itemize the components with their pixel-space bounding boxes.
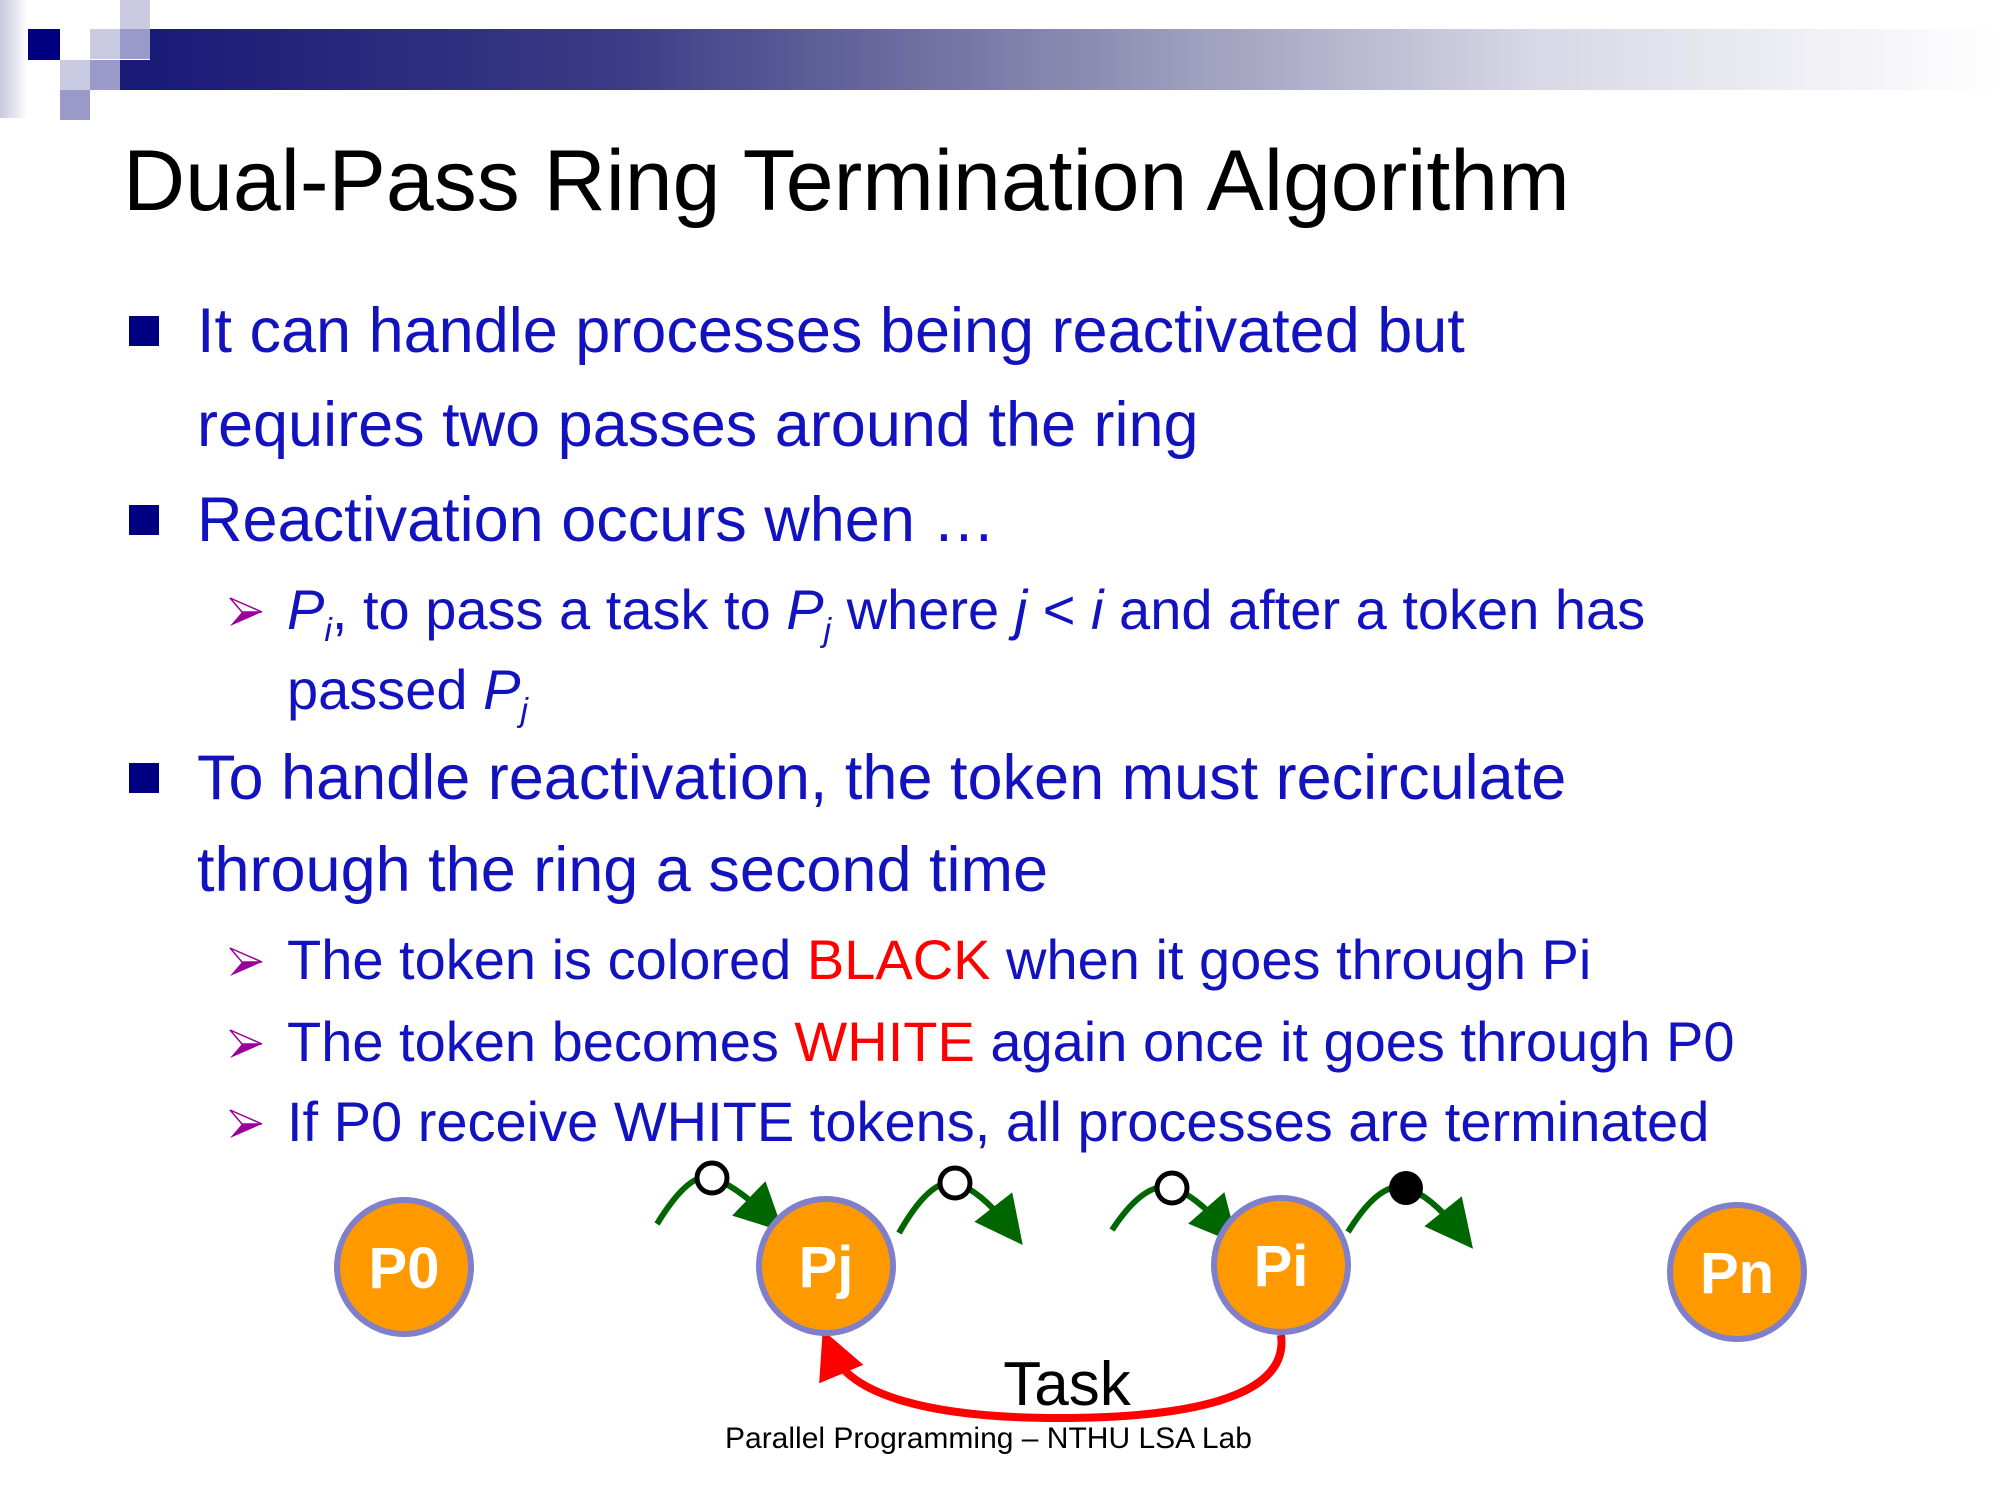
deco-square xyxy=(90,29,120,59)
sub-bullet-text: The token is colored BLACK when it goes … xyxy=(287,928,1592,991)
sub-bullet-arrow-icon xyxy=(229,947,263,976)
bullet-text: It can handle processes being reactivate… xyxy=(197,296,1465,366)
sub-bullet-text: If P0 receive WHITE tokens, all processe… xyxy=(287,1090,1710,1153)
bullet-square-icon xyxy=(129,505,159,535)
process-pj: Pj xyxy=(786,578,832,650)
header-bar xyxy=(120,60,150,90)
bullet-text: To handle reactivation, the token must r… xyxy=(197,743,1567,813)
deco-square xyxy=(90,60,120,90)
sub-bullet-text: The token becomes WHITE again once it go… xyxy=(287,1010,1735,1073)
svg-text:P0: P0 xyxy=(369,1236,440,1301)
white-token-icon xyxy=(1154,1170,1190,1206)
black-token-icon xyxy=(1389,1171,1423,1205)
deco-square xyxy=(60,60,90,90)
token-arc xyxy=(896,1165,1023,1245)
svg-text:Pj: Pj xyxy=(799,1235,854,1300)
node-pn: Pn xyxy=(1667,1202,1807,1342)
task-arrow xyxy=(819,1329,1286,1423)
deco-square xyxy=(28,29,60,60)
footer: Parallel Programming – NTHU LSA Lab xyxy=(725,1422,1252,1455)
node-pi: Pi xyxy=(1211,1195,1351,1335)
process-pi: Pi xyxy=(287,578,332,650)
bullet-text: Reactivation occurs when … xyxy=(197,485,996,555)
deco-square xyxy=(120,0,150,29)
white-token-icon xyxy=(694,1160,730,1196)
sub-bullet-arrow-icon xyxy=(229,1109,263,1138)
deco-square xyxy=(60,90,90,120)
deco-square xyxy=(0,0,28,118)
token-arc xyxy=(654,1160,784,1232)
bullet-square-icon xyxy=(129,763,159,793)
sub-bullet-arrow-icon xyxy=(229,1029,263,1058)
white-token-icon xyxy=(937,1165,973,1201)
node-pj: Pj xyxy=(756,1196,896,1336)
bullet-text: requires two passes around the ring xyxy=(197,390,1199,460)
header-bar xyxy=(150,29,2000,90)
sub-bullet-text: Pi, to pass a task to Pj where j < i and… xyxy=(287,578,1646,650)
sub-bullet-arrow-icon xyxy=(229,597,263,626)
deco-square xyxy=(120,29,150,59)
sub-bullet-text: passed Pj xyxy=(287,658,528,730)
bullet-square-icon xyxy=(129,316,159,346)
svg-text:Pn: Pn xyxy=(1700,1241,1774,1306)
task-label: Task xyxy=(1003,1350,1131,1419)
token-arc xyxy=(1109,1170,1238,1245)
token-arc xyxy=(1345,1171,1473,1249)
bullet-text: through the ring a second time xyxy=(197,835,1049,905)
slide-title: Dual-Pass Ring Termination Algorithm xyxy=(123,133,1570,229)
node-p0: P0 xyxy=(334,1197,474,1337)
svg-text:Pi: Pi xyxy=(1254,1234,1309,1299)
